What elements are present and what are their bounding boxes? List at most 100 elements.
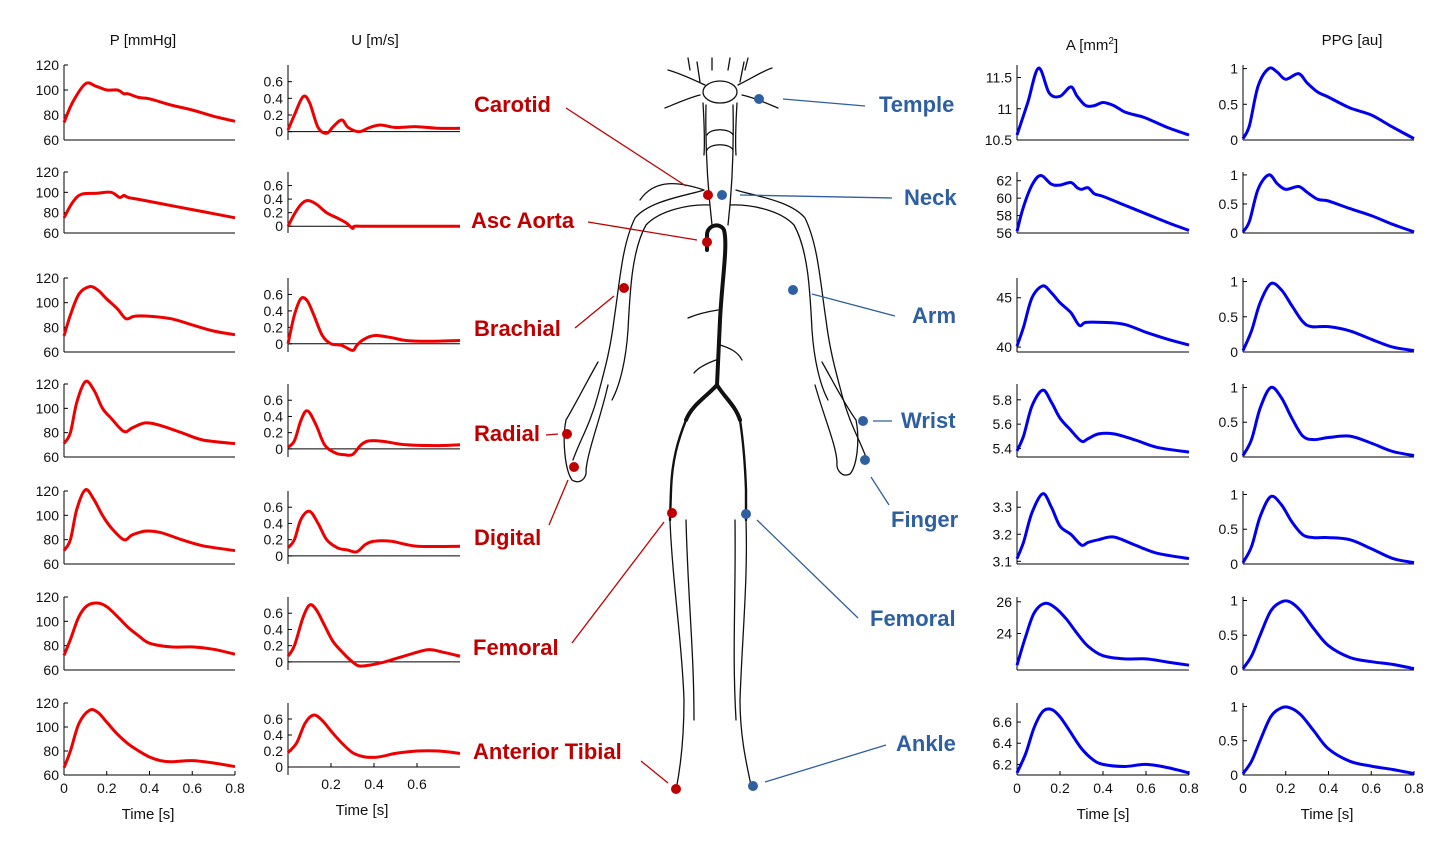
y-tick-label: 11.5 [986,70,1012,86]
panel-ppg-row3: 10.50 [1219,274,1415,360]
waveform-line [286,603,461,668]
y-tick-label: 1 [1230,486,1238,502]
x-tick-label: 0.2 [97,780,117,796]
site-dot-temple [754,94,764,104]
y-tick-label: 5.8 [993,392,1013,408]
y-tick-label: 1 [1230,592,1238,608]
site-dot-asc-aorta [702,237,712,247]
title-velocity: U [m/s] [351,32,399,49]
body-arterial-tree [563,57,868,791]
waveform-line [1241,599,1415,671]
site-markers [545,94,896,794]
y-tick-label: 5.6 [993,416,1013,432]
panel-velocity-row5: 0.60.40.20 [264,491,461,564]
y-tick-label: 60 [996,190,1012,206]
y-tick-label: 1 [1230,274,1238,290]
y-tick-label: 0 [1230,556,1238,572]
waveform-line [286,713,461,759]
leader-line-ankle [764,744,887,783]
waveform-line [1015,66,1190,137]
leg-artery-right [738,418,748,522]
leader-line-femoral-right [756,519,859,619]
site-label-anterior-tibial: Anterior Tibial [473,739,622,764]
y-tick-label: 0.6 [264,499,284,515]
x-tick-label: 0.4 [140,780,160,796]
y-tick-label: 0.2 [264,638,284,654]
aorta [684,223,742,422]
y-tick-label: 80 [43,107,59,123]
site-dot-finger [860,455,870,465]
leader-line-arm [811,293,896,317]
y-tick-label: 120 [36,57,60,73]
site-label-femoral-right: Femoral [870,606,956,631]
y-tick-label: 60 [43,767,59,783]
time-label-area: Time [s] [1076,806,1130,823]
y-tick-label: 80 [43,205,59,221]
x-tick-label: 0 [1013,780,1021,796]
waveform-line [1015,601,1190,667]
arm-artery-right [729,204,829,401]
y-tick-label: 10.5 [985,132,1012,148]
waveform-plots: 12010080600.60.40.2012010080600.60.40.20… [36,57,1424,796]
site-dot-anterior-tibial [671,784,681,794]
y-tick-label: 100 [36,719,60,735]
y-tick-label: 6.4 [993,735,1013,751]
site-label-temple: Temple [879,92,955,117]
waveform-line [1015,388,1190,454]
x-tick-label: 0.2 [321,776,341,792]
y-tick-label: 62 [996,173,1012,189]
waveform-line [62,81,236,124]
site-label-radial: Radial [474,421,541,446]
waveform-line [1015,174,1190,232]
y-tick-label: 60 [43,449,59,465]
y-tick-label: 100 [36,184,60,200]
panel-ppg-row1: 10.50 [1219,61,1415,148]
site-label-ankle: Ankle [896,731,956,756]
y-tick-label: 0.5 [1219,309,1239,325]
panel-area-row4: 5.85.65.4 [993,384,1190,458]
waveform-line [1241,385,1415,458]
y-tick-label: 0.6 [264,286,284,302]
y-tick-label: 0.4 [264,515,284,531]
head-outline [702,80,738,104]
y-tick-label: 0 [1230,225,1238,241]
site-dot-ankle [748,781,758,791]
y-tick-label: 1 [1230,61,1238,77]
site-label-digital: Digital [474,525,542,550]
neck-outline [702,102,738,156]
x-tick-label: 0.4 [364,776,384,792]
y-tick-label: 100 [36,82,60,98]
y-tick-label: 120 [36,164,60,180]
y-tick-label: 0.4 [264,621,284,637]
waveform-line [1015,707,1190,775]
leg-lower-right [733,519,753,791]
y-tick-label: 0.5 [1219,414,1239,430]
y-tick-label: 0.6 [264,392,284,408]
y-tick-label: 0 [275,654,283,670]
waveform-line [1015,284,1190,347]
y-tick-label: 0.6 [264,74,284,90]
panel-ppg-row2: 10.50 [1219,167,1415,241]
x-tick-label: 0.6 [183,780,203,796]
waveform-line [1241,705,1415,776]
x-tick-label: 0.6 [1136,780,1156,796]
x-tick-label: 0.8 [225,780,245,796]
y-tick-label: 6.6 [993,714,1013,730]
y-tick-label: 0 [1230,767,1238,783]
panel-ppg-row5: 10.50 [1219,486,1415,572]
leader-line-digital [548,479,569,526]
y-tick-label: 6.2 [993,756,1013,772]
waveform-line [62,190,236,220]
waveform-line [1241,66,1415,140]
y-tick-label: 3.3 [993,499,1013,515]
y-tick-label: 0.5 [1219,196,1239,212]
y-tick-label: 0 [1230,662,1238,678]
